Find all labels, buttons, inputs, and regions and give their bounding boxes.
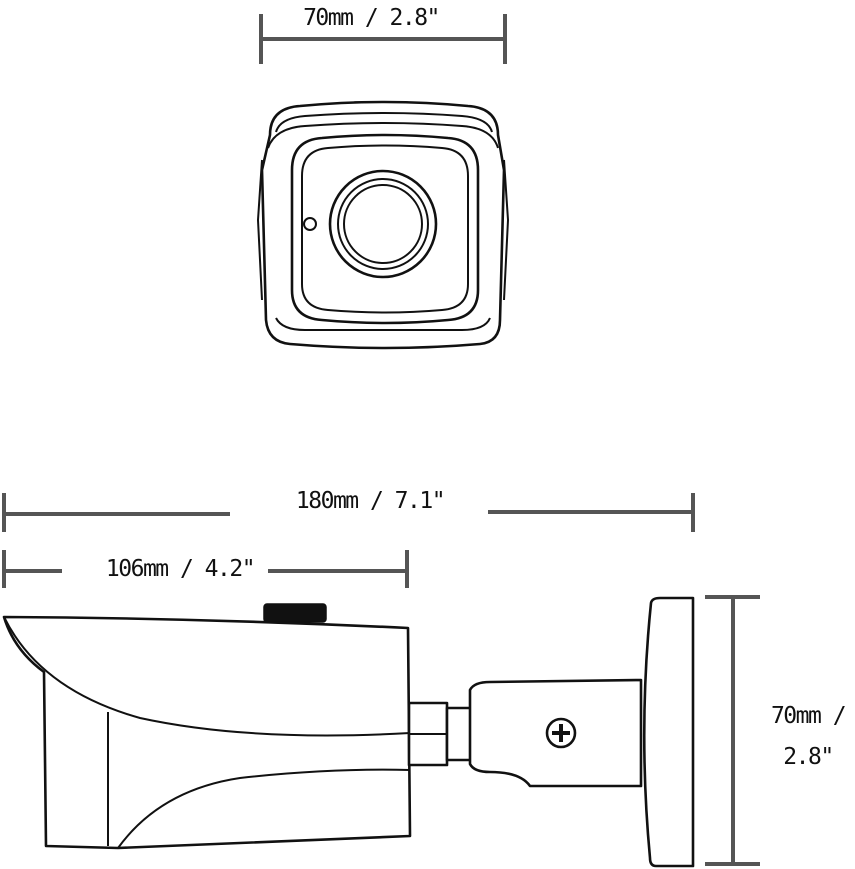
front-width-dimension: 70mm / 2.8" [259,3,507,64]
body-length-label: 106mm / 4.2" [106,556,254,582]
mount-height-dimension: 70mm / 2.8" [705,595,855,866]
camera-side-view [2,596,695,868]
mount-height-label-line1: 70mm / [771,703,846,729]
sensor-dot [303,217,317,231]
top-button-side [263,603,327,623]
camera-front-view [256,100,510,350]
body-length-dimension: 106mm / 4.2" [2,550,409,588]
front-width-label: 70mm / 2.8" [303,5,439,31]
total-length-dimension: 180mm / 7.1" [2,488,695,532]
total-length-label: 180mm / 7.1" [296,488,444,514]
wall-plate [642,596,695,868]
lens-outer [328,169,438,279]
mount-height-label-line2: 2.8" [783,744,832,770]
